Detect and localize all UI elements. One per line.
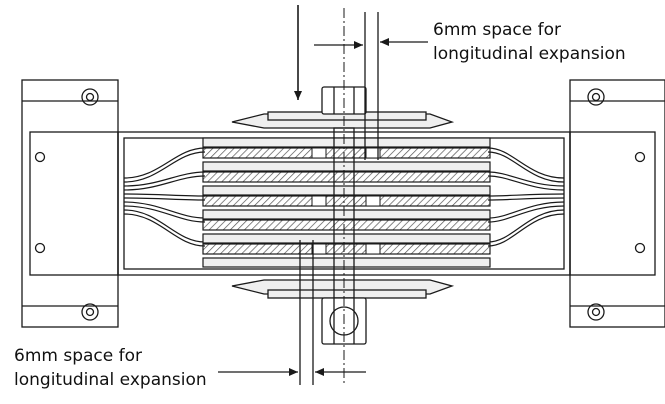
left-flexible-laminations [123,147,206,247]
bottom-expansion-label-line1: 6mm space for [14,346,142,366]
left-flange-bolts [34,88,99,321]
left-flange [21,79,119,328]
plate-joint-gaps [311,147,381,255]
bottom-clamp-plate [231,279,455,299]
bottom-expansion-label-line2: longitudinal expansion [14,370,207,390]
top-expansion-dimension [314,12,428,160]
top-expansion-label-line1: 6mm space for [433,20,561,40]
right-flange [569,79,665,328]
top-expansion-label-line2: longitudinal expansion [433,44,626,64]
busbar-plate-stack [202,137,491,268]
bottom-expansion-label: 6mm space for longitudinal expansion [14,344,207,392]
bottom-expansion-dimension [218,240,366,385]
right-flexible-laminations [487,147,565,247]
top-expansion-label: 6mm space for longitudinal expansion [433,18,626,66]
top-clamp-plate [231,111,455,129]
right-flange-bolts [587,88,646,321]
